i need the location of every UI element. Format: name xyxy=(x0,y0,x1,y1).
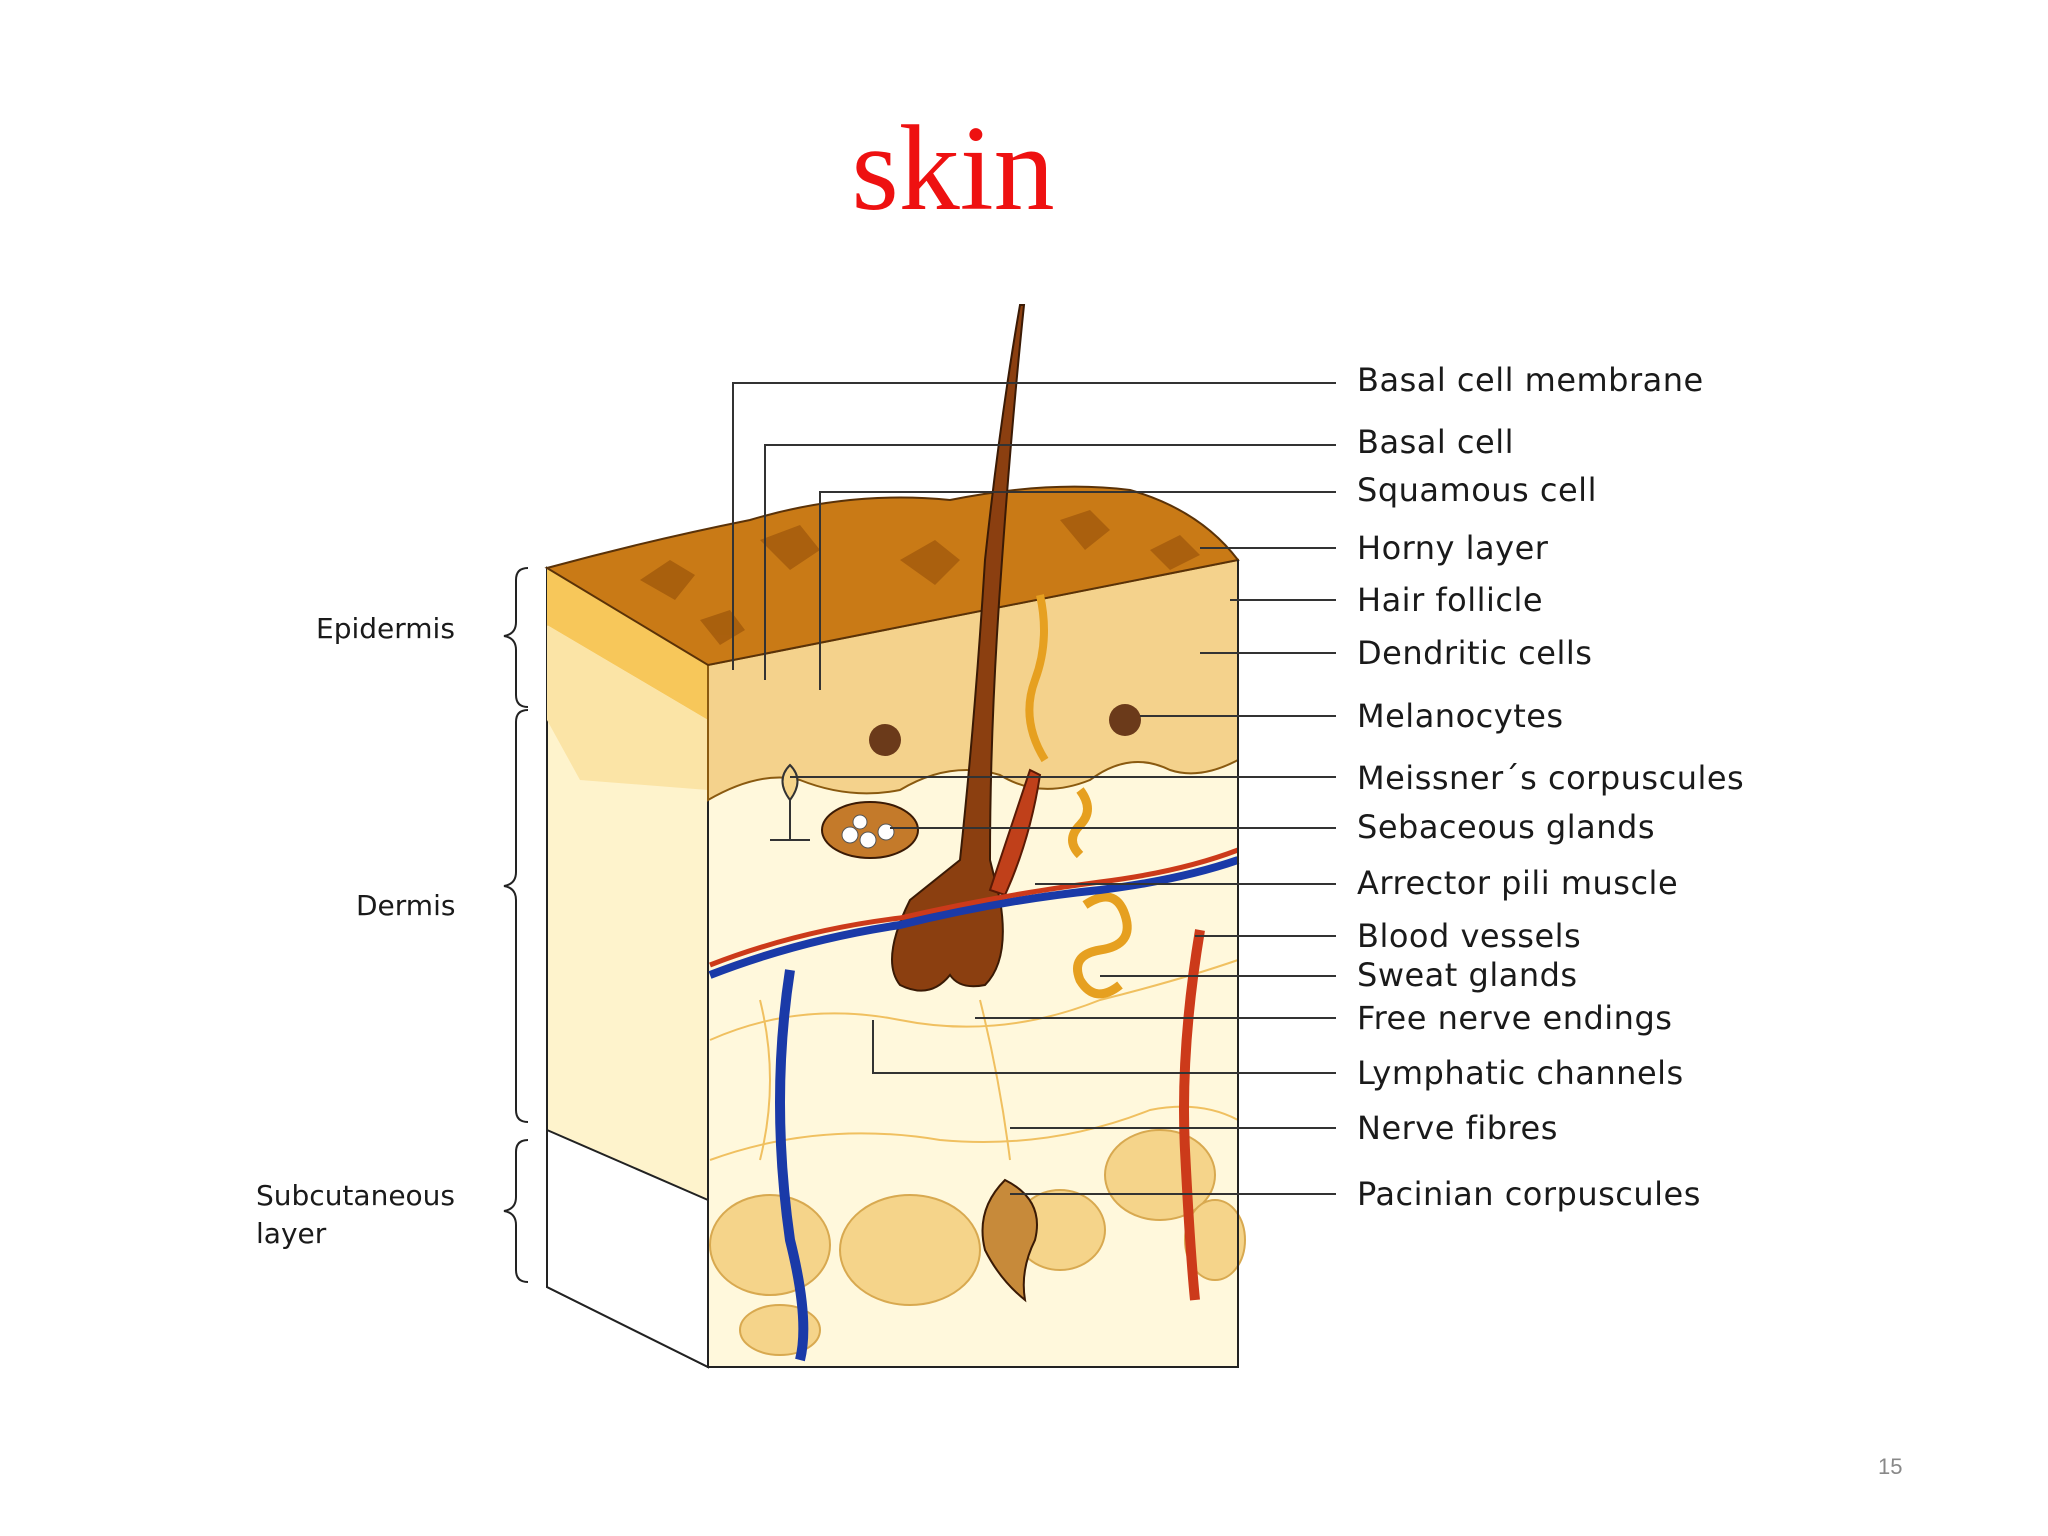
slide-number: 15 xyxy=(1878,1454,1903,1479)
label-blood-vessels: Blood vessels xyxy=(1357,917,1581,955)
slide-title: skin xyxy=(851,101,1055,236)
label-subcutaneous: Subcutaneous xyxy=(256,1179,455,1212)
label-meissners-corpuscules: Meissner´s corpuscules xyxy=(1357,759,1744,797)
subcutaneous-fat xyxy=(709,1129,1246,1356)
block-side-face xyxy=(546,566,709,1369)
label-squamous-cell: Squamous cell xyxy=(1357,471,1597,509)
block-front-face xyxy=(544,304,1246,1368)
label-sebaceous-glands: Sebaceous glands xyxy=(1357,808,1655,846)
structure-labels: Basal cell membrane Basal cell Squamous … xyxy=(1357,361,1744,1213)
leader-lines xyxy=(732,382,1336,1195)
label-dermis: Dermis xyxy=(356,889,455,922)
label-melanocytes: Melanocytes xyxy=(1357,697,1564,735)
label-arrector-pili-muscle: Arrector pili muscle xyxy=(1357,864,1678,902)
layer-labels: Epidermis Dermis Subcutaneous layer xyxy=(256,612,455,1250)
label-sweat-glands: Sweat glands xyxy=(1357,956,1578,994)
label-basal-cell-membrane: Basal cell membrane xyxy=(1357,361,1704,399)
label-free-nerve-endings: Free nerve endings xyxy=(1357,999,1672,1037)
label-horny-layer: Horny layer xyxy=(1357,529,1549,567)
horny-layer-pattern xyxy=(640,510,1200,645)
layer-braces xyxy=(503,567,529,1283)
label-epidermis: Epidermis xyxy=(316,612,455,645)
label-dendritic-cells: Dendritic cells xyxy=(1357,634,1592,672)
label-hair-follicle: Hair follicle xyxy=(1357,581,1543,619)
label-layer: layer xyxy=(256,1217,327,1250)
label-basal-cell: Basal cell xyxy=(1357,423,1514,461)
label-lymphatic-channels: Lymphatic channels xyxy=(1357,1054,1684,1092)
label-pacinian-corpuscules: Pacinian corpuscules xyxy=(1357,1175,1701,1213)
label-nerve-fibres: Nerve fibres xyxy=(1357,1109,1558,1147)
